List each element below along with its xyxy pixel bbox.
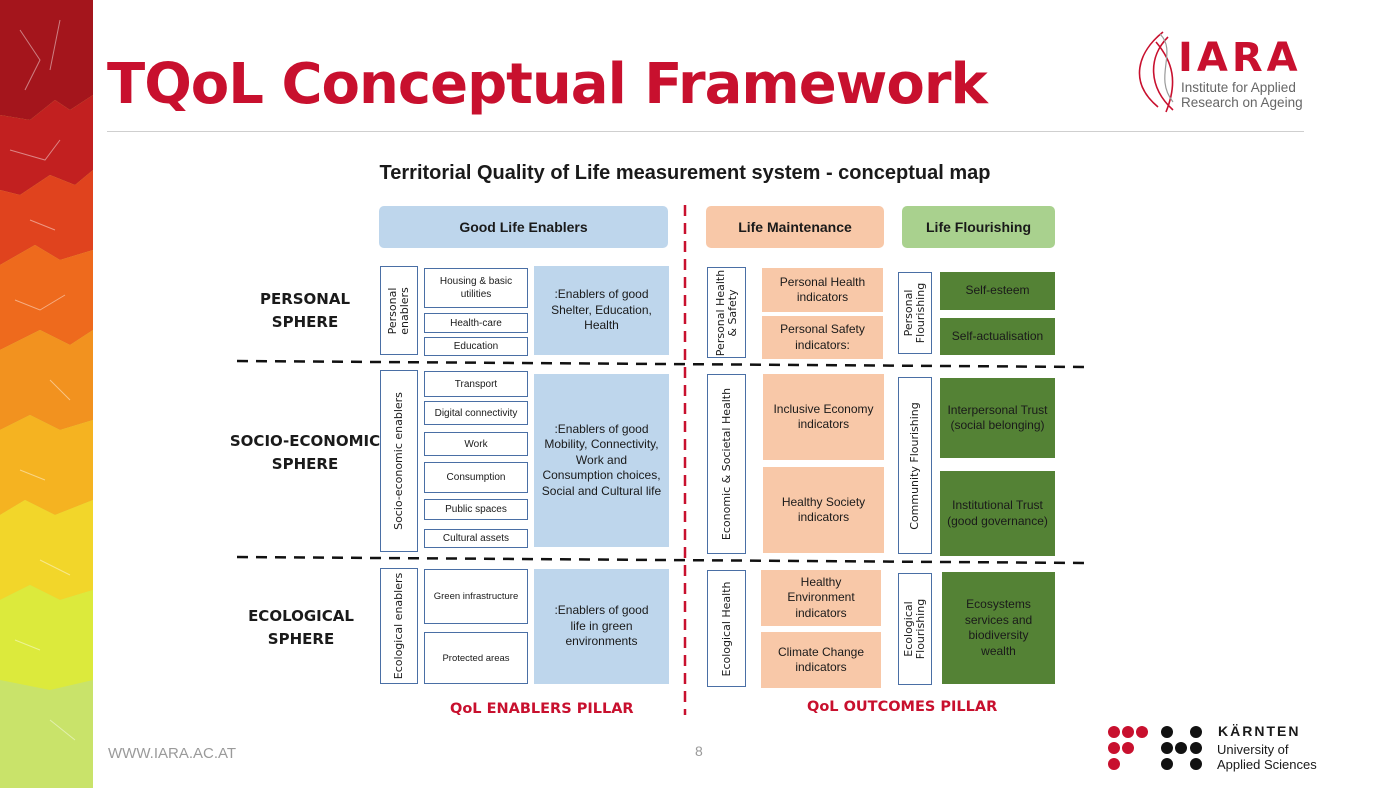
enabler-item-consumption: Consumption	[424, 462, 528, 493]
fh-kaernten-dots-logo-icon	[1108, 726, 1202, 770]
enabler-item-health-care: Health-care	[424, 313, 528, 333]
header-good-life-enablers: Good Life Enablers	[379, 206, 668, 248]
sphere-label-socio-economic: SOCIO-ECONOMIC SPHERE	[227, 430, 383, 476]
enabler-item-education: Education	[424, 337, 528, 356]
sphere-label-line2: SPHERE	[267, 630, 335, 648]
vertical-text: Personal Flourishing	[902, 282, 927, 344]
maintenance-box-inclusive-economy: Inclusive Economy indicators	[763, 374, 884, 460]
ecological-flourishing-vertical-label: Ecological Flourishing	[898, 573, 932, 685]
enabler-item-work: Work	[424, 432, 528, 456]
ecological-enablers-summary: :Enablers of good life in green environm…	[534, 569, 669, 684]
vertical-text-line2: & Safety	[725, 288, 739, 337]
ecological-enablers-vertical-label: Ecological enablers	[380, 568, 418, 684]
vertical-text-line2: Flourishing	[914, 282, 927, 344]
pillar-label-outcomes: QoL OUTCOMES PILLAR	[807, 699, 998, 715]
economic-societal-health-vertical-label: Economic & Societal Health	[707, 374, 746, 554]
personal-enablers-summary: :Enablers of good Shelter, Education, He…	[534, 266, 669, 355]
vertical-text: Personal Health & Safety	[713, 269, 739, 356]
header-life-maintenance: Life Maintenance	[706, 206, 884, 248]
fh-subtitle-line2: Applied Sciences	[1217, 757, 1317, 772]
sphere-label-line1: PERSONAL	[259, 290, 351, 308]
sphere-label-personal: PERSONAL SPHERE	[230, 288, 380, 334]
socio-economic-enablers-summary: :Enablers of good Mobility, Connectivity…	[534, 374, 669, 547]
maintenance-box-healthy-society: Healthy Society indicators	[763, 467, 884, 553]
flourishing-box-self-esteem: Self-esteem	[940, 272, 1055, 310]
vertical-text-line2: enablers	[398, 286, 411, 335]
enabler-item-public-spaces: Public spaces	[424, 499, 528, 520]
page-title: TQoL Conceptual Framework	[107, 52, 988, 117]
enabler-item-transport: Transport	[424, 371, 528, 397]
fh-subtitle-line1: University of	[1217, 742, 1289, 757]
flourishing-box-institutional-trust: Institutional Trust (good governance)	[940, 471, 1055, 556]
iara-logo-wordmark: IARA	[1178, 35, 1302, 81]
vertical-text: Community Flourishing	[908, 401, 921, 530]
socio-economic-enablers-vertical-label: Socio-economic enablers	[380, 370, 418, 552]
fh-logo-subtitle: University of Applied Sciences	[1217, 742, 1317, 772]
vertical-text: Ecological enablers	[392, 572, 405, 680]
sphere-label-line2: SPHERE	[271, 455, 339, 473]
maintenance-box-personal-safety: Personal Safety indicators:	[762, 316, 883, 359]
flourishing-box-interpersonal-trust: Interpersonal Trust (social belonging)	[940, 378, 1055, 458]
personal-health-safety-vertical-label: Personal Health & Safety	[707, 267, 746, 358]
flourishing-box-ecosystems-services: Ecosystems services and biodiversity wea…	[942, 572, 1055, 684]
maintenance-box-healthy-environment: Healthy Environment indicators	[761, 570, 881, 626]
enabler-item-protected-areas: Protected areas	[424, 632, 528, 684]
fh-logo-title: KÄRNTEN	[1218, 723, 1301, 739]
community-flourishing-vertical-label: Community Flourishing	[898, 377, 932, 554]
diagram-subtitle: Territorial Quality of Life measurement …	[379, 162, 991, 184]
pillar-label-enablers: QoL ENABLERS PILLAR	[450, 701, 634, 717]
vertical-text: Ecological Health	[719, 580, 733, 677]
flourishing-box-self-actualisation: Self-actualisation	[940, 318, 1055, 355]
page-number: 8	[695, 743, 703, 759]
iara-swirl-logo-icon	[1138, 31, 1174, 113]
vertical-text: Personal enablers	[386, 286, 411, 335]
vertical-text: Ecological Flourishing	[902, 598, 927, 660]
divider-socio-ecological	[236, 555, 1089, 565]
iara-subtitle-line1: Institute for Applied	[1181, 80, 1296, 95]
header-life-flourishing: Life Flourishing	[902, 206, 1055, 248]
vertical-text-line2: Flourishing	[914, 598, 927, 660]
sphere-label-line2: SPHERE	[271, 313, 339, 331]
maintenance-box-climate-change: Climate Change indicators	[761, 632, 881, 688]
sphere-label-ecological: ECOLOGICAL SPHERE	[226, 605, 376, 651]
iara-logo-subtitle: Institute for Applied Research on Ageing	[1181, 80, 1303, 110]
sphere-label-line1: ECOLOGICAL	[248, 607, 354, 625]
personal-enablers-vertical-label: Personal enablers	[380, 266, 418, 355]
regional-map-strip	[0, 0, 93, 788]
enabler-item-housing: Housing & basic utilities	[424, 268, 528, 308]
sphere-label-line1: SOCIO-ECONOMIC	[229, 432, 381, 450]
vertical-text: Socio-economic enablers	[392, 392, 405, 530]
vertical-text: Economic & Societal Health	[719, 387, 733, 541]
maintenance-box-personal-health: Personal Health indicators	[762, 268, 883, 312]
enabler-item-digital-connectivity: Digital connectivity	[424, 401, 528, 425]
divider-personal-socio	[236, 359, 1089, 369]
title-divider	[107, 131, 1304, 132]
ecological-health-vertical-label: Ecological Health	[707, 570, 746, 687]
personal-flourishing-vertical-label: Personal Flourishing	[898, 272, 932, 354]
iara-subtitle-line2: Research on Ageing	[1181, 95, 1303, 110]
vertical-text-line1: Personal Health	[713, 269, 727, 356]
enabler-item-green-infrastructure: Green infrastructure	[424, 569, 528, 624]
enabler-item-cultural-assets: Cultural assets	[424, 529, 528, 548]
footer-url: WWW.IARA.AC.AT	[108, 745, 237, 762]
